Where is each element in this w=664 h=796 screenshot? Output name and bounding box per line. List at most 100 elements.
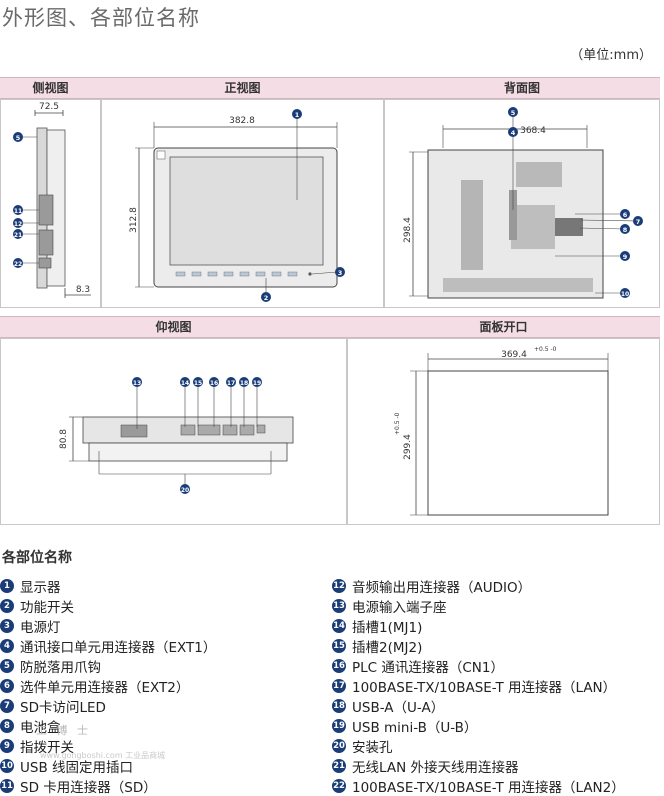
cutout-width-tol: +0.5 -0 [534,346,557,353]
cutout-panel: 369.4 +0.5 -0 299.4 +0.5 -0 [347,338,660,525]
svg-text:6: 6 [623,211,628,219]
cutout-width-dim: 369.4 [501,350,527,360]
part-item: 8 电池盒 [0,716,216,736]
part-number-badge: 8 [0,719,14,733]
svg-text:20: 20 [181,487,189,494]
part-label: SD卡访问LED [20,700,106,716]
side-view-drawing: 72.5 5 11 12 21 22 8.3 [13,102,91,298]
svg-text:1: 1 [295,111,300,119]
part-number-badge: 14 [332,619,346,633]
callout-5-back [508,107,518,117]
cutout-drawing: 369.4 +0.5 -0 299.4 +0.5 -0 [394,346,609,516]
part-item: 3 电源灯 [0,616,216,636]
callout-5 [13,132,23,142]
part-number-badge: 21 [332,759,346,773]
part-item: 12 音频输出用连接器（AUDIO） [332,576,625,596]
side-view-header: 侧视图 [0,77,101,99]
back-view-drawing: 368.4 298.4 5 4 6 7 8 9 10 [403,107,643,299]
watermark: 工 博 士 [36,724,91,737]
page-title: 外形图、各部位名称 [2,6,200,30]
back-view-panel: 368.4 298.4 5 4 6 7 8 9 10 [384,99,660,308]
part-label: 电源输入端子座 [352,600,447,616]
back-height-dim: 298.4 [403,217,413,243]
callout-18 [239,377,249,387]
part-item: 4 通讯接口单元用连接器（EXT1） [0,636,216,656]
part-number-badge: 4 [0,639,14,653]
part-label: 通讯接口单元用连接器（EXT1） [20,640,217,656]
part-label: SD 卡用连接器（SD） [20,780,157,796]
callout-13 [132,377,142,387]
svg-text:5: 5 [511,109,516,117]
back-width-dim: 368.4 [520,126,546,136]
parts-section-title: 各部位名称 [2,550,72,566]
part-number-badge: 19 [332,719,346,733]
callout-22 [13,258,23,268]
part-label: USB 线固定用插口 [20,760,134,776]
front-view-panel: 382.8 312.8 1 2 3 [101,99,384,308]
bottom-view-header: 仰视图 [0,316,347,338]
callout-21 [13,229,23,239]
part-item: 5 防脱落用爪钩 [0,656,216,676]
callout-11 [13,205,23,215]
svg-text:21: 21 [14,232,22,239]
part-number-badge: 20 [332,739,346,753]
part-label: USB mini-B（U-B） [352,720,478,736]
svg-text:15: 15 [194,380,202,387]
callout-14 [180,377,190,387]
front-view-drawing: 382.8 312.8 1 2 3 [129,109,345,302]
part-label: 安装孔 [352,740,393,756]
part-number-badge: 9 [0,739,14,753]
svg-text:8: 8 [623,226,628,234]
back-view-header: 背面图 [384,77,660,99]
part-label: 100BASE-TX/10BASE-T 用连接器（LAN2） [352,780,625,796]
callout-2 [261,292,271,302]
svg-text:16: 16 [210,380,218,387]
part-number-badge: 18 [332,699,346,713]
callout-1 [292,109,302,119]
part-number-badge: 10 [0,759,14,773]
part-label: 电源灯 [20,620,61,636]
bottom-view-panel: 80.8 13 14 15 16 17 18 19 20 [0,338,347,525]
part-label: 防脱落用爪钩 [20,660,101,676]
callout-3 [335,267,345,277]
unit-note: （单位:mm） [570,48,652,63]
svg-text:14: 14 [181,380,189,387]
callout-8 [620,224,630,234]
cutout-height-dim: 299.4 [403,434,413,460]
part-number-badge: 16 [332,659,346,673]
part-number-badge: 2 [0,599,14,613]
part-item: 10 USB 线固定用插口 [0,756,216,776]
callout-12 [13,218,23,228]
callout-16 [209,377,219,387]
svg-text:3: 3 [338,269,343,277]
part-item: 7 SD卡访问LED [0,696,216,716]
svg-text:13: 13 [133,380,141,387]
part-number-badge: 3 [0,619,14,633]
part-label: 电池盒 [20,720,61,736]
callout-6 [620,209,630,219]
part-number-badge: 12 [332,579,346,593]
part-label: 音频输出用连接器（AUDIO） [352,580,532,596]
callout-9 [620,251,630,261]
part-label: 显示器 [20,580,61,596]
callout-20 [180,484,190,494]
svg-text:18: 18 [240,380,248,387]
part-number-badge: 5 [0,659,14,673]
svg-text:19: 19 [253,380,261,387]
bottom-height-dim: 80.8 [59,429,69,449]
part-number-badge: 7 [0,699,14,713]
callout-17 [226,377,236,387]
part-number-badge: 13 [332,599,346,613]
front-view-header: 正视图 [101,77,384,99]
svg-text:22: 22 [14,261,22,268]
